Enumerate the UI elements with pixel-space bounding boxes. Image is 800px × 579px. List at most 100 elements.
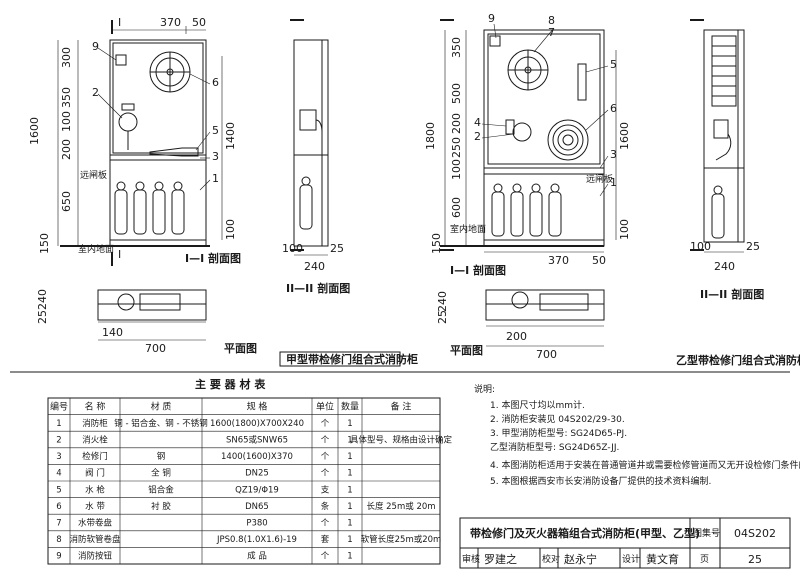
table-cell: 1400(1600)X370 bbox=[221, 452, 293, 462]
tb-title: 带检修门及灭火器箱组合式消防柜(甲型、乙型) bbox=[470, 526, 700, 540]
yi-plan-caption: 平面图 bbox=[450, 344, 483, 357]
jia-side-dim-25: 25 bbox=[330, 242, 344, 255]
note-4: 4. 本图消防柜适用于安装在普通管道井或需要检修管道而又无开设检修门条件的场所. bbox=[490, 459, 800, 471]
jia-plan-view: 240 25 140 700 平面图 bbox=[36, 289, 257, 355]
table-cell: 个 bbox=[321, 435, 330, 445]
yi-front-dim-100: 100 bbox=[450, 159, 463, 180]
materials-table-title: 主 要 器 材 表 bbox=[195, 377, 266, 391]
table-cell: DN25 bbox=[245, 469, 269, 479]
table-cell: 1 bbox=[347, 419, 352, 429]
jia-label-2: 2 bbox=[92, 86, 99, 99]
yi-side-dim-25: 25 bbox=[746, 240, 760, 253]
yi-floor-label: 室内地面 bbox=[450, 223, 486, 235]
jia-front-view: I I 370 50 1600 300 350 100 200 650 150 … bbox=[28, 16, 241, 266]
yi-label-9: 9 bbox=[488, 12, 495, 25]
table-header-cell: 单位 bbox=[316, 400, 334, 412]
tb-check-label: 校对 bbox=[542, 553, 560, 565]
table-cell: P380 bbox=[246, 518, 267, 528]
table-cell: 1 bbox=[56, 419, 61, 429]
jia-front-dim-1400: 1400 bbox=[224, 122, 237, 150]
jia-front-dim-300: 300 bbox=[60, 47, 73, 68]
note-1: 1. 本图尺寸均以mm计. bbox=[490, 399, 585, 411]
tb-design-sign: 黄文育 bbox=[646, 552, 679, 566]
jia-side-dim-240: 240 bbox=[304, 260, 325, 273]
tb-design-label: 设计 bbox=[622, 553, 640, 565]
table-cell: 4 bbox=[56, 469, 61, 479]
yi-label-2: 2 bbox=[474, 130, 481, 143]
yi-plan-dim-700: 700 bbox=[536, 348, 557, 361]
yi-label-8: 8 bbox=[548, 14, 555, 27]
notes-heading: 说明: bbox=[474, 383, 495, 395]
yi-front-dim-500: 500 bbox=[450, 83, 463, 104]
table-cell: 个 bbox=[321, 452, 330, 462]
tb-page-label: 页 bbox=[700, 554, 709, 565]
jia-front-dim-100: 100 bbox=[60, 111, 73, 132]
table-cell: 支 bbox=[321, 484, 330, 495]
jia-plan-dim-140: 140 bbox=[102, 326, 123, 339]
table-cell: 个 bbox=[321, 552, 330, 562]
yi-plan-view: 240 25 200 700 平面图 bbox=[436, 289, 605, 361]
table-cell: 消火栓 bbox=[82, 434, 108, 445]
table-cell: 阀 门 bbox=[85, 468, 105, 479]
note-5: 5. 本图根据西安市长安消防设备厂提供的技术资料编制. bbox=[490, 475, 711, 487]
jia-front-dim-350: 350 bbox=[60, 87, 73, 108]
table-cell: 8 bbox=[56, 535, 61, 545]
yi-label-5: 5 bbox=[610, 58, 617, 71]
table-cell: 铜 - 铝合金、钢 - 不锈钢 bbox=[114, 418, 207, 429]
jia-plan-caption: 平面图 bbox=[224, 342, 257, 355]
table-header-cell: 数量 bbox=[341, 400, 359, 412]
table-cell: SN65或SNW65 bbox=[226, 434, 288, 445]
jia-front-dim-100r: 100 bbox=[224, 219, 237, 240]
table-cell: 个 bbox=[321, 518, 330, 528]
jia-side-view: 100 25 240 II—II 剖面图 bbox=[282, 19, 350, 295]
jia-label-6: 6 bbox=[212, 76, 219, 89]
table-cell: 成 品 bbox=[247, 551, 267, 562]
table-cell: 长度 25m或 20m bbox=[366, 501, 435, 512]
jia-front-dim-200: 200 bbox=[60, 139, 73, 160]
table-header-cell: 备 注 bbox=[391, 400, 412, 412]
table-cell: 消防按钮 bbox=[78, 551, 113, 562]
table-cell: 2 bbox=[56, 435, 61, 445]
table-cell: 套 bbox=[321, 534, 330, 545]
jia-label-3: 3 bbox=[212, 150, 219, 163]
table-cell: 1600(1800)X700X240 bbox=[210, 419, 304, 429]
yi-front-dim-total: 1800 bbox=[424, 122, 437, 150]
yi-side-dim-100: 100 bbox=[690, 240, 711, 253]
jia-plan-dim-25: 25 bbox=[36, 310, 49, 324]
table-cell: 消防软管卷盘 bbox=[69, 534, 121, 545]
table-cell: 钢 bbox=[157, 451, 166, 462]
yi-front-dim-1600: 1600 bbox=[618, 122, 631, 150]
jia-front-dim-total: 1600 bbox=[28, 117, 41, 145]
yi-front-dim-150: 150 bbox=[430, 233, 443, 254]
yi-label-4: 4 bbox=[474, 116, 481, 129]
yi-side-dim-240: 240 bbox=[714, 260, 735, 273]
jia-front-mark-bottom-left: I bbox=[118, 248, 121, 261]
yi-plan-dim-200: 200 bbox=[506, 330, 527, 343]
yi-front-view: 1800 350 500 200 250 100 600 150 1600 10… bbox=[424, 12, 631, 277]
title-block: 带检修门及灭火器箱组合式消防柜(甲型、乙型) 图集号 04S202 审核 罗建之… bbox=[459, 517, 791, 569]
table-cell: 1 bbox=[347, 502, 352, 512]
jia-side-dim-100: 100 bbox=[282, 242, 303, 255]
jia-title: 甲型带检修门组合式消防柜 bbox=[286, 352, 418, 366]
table-cell: 具体型号、规格由设计确定 bbox=[350, 434, 453, 445]
tb-review-label: 审核 bbox=[462, 553, 480, 565]
table-cell: 6 bbox=[56, 502, 61, 512]
yi-label-3: 3 bbox=[610, 148, 617, 161]
table-cell: QZ19/Φ19 bbox=[235, 485, 279, 495]
table-cell: 1 bbox=[347, 485, 352, 495]
tb-check-sign: 赵永宁 bbox=[564, 552, 597, 566]
table-cell: 铝合金 bbox=[148, 484, 174, 495]
table-header-cell: 规 格 bbox=[247, 400, 268, 412]
table-cell: JPS0.8(1.0X1.6)-19 bbox=[216, 535, 297, 545]
yi-front-dim-200: 200 bbox=[450, 113, 463, 134]
table-cell: 条 bbox=[321, 501, 330, 512]
yi-side-caption: II—II 剖面图 bbox=[700, 287, 764, 301]
table-cell: 1 bbox=[347, 435, 352, 445]
table-cell: 衬 胶 bbox=[151, 501, 171, 512]
yi-lt-label: 远闸板 bbox=[586, 173, 613, 185]
table-cell: 1 bbox=[347, 469, 352, 479]
table-header-cell: 材 质 bbox=[151, 400, 172, 412]
yi-label-1: 1 bbox=[610, 176, 617, 189]
table-cell: 个 bbox=[321, 469, 330, 479]
